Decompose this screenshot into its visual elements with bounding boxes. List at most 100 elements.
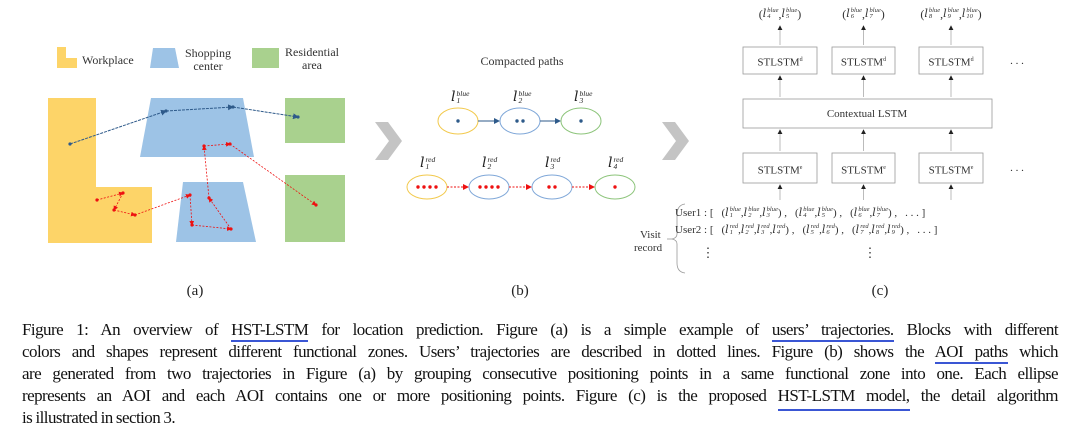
decoder-box [831, 46, 896, 75]
blue-trajectory-segment [69, 109, 167, 145]
caption-line: colors and shapes represent different fu… [22, 341, 1059, 364]
red-trajectory-segment [96, 191, 124, 201]
visit-record-label-line1: Visit [640, 229, 661, 241]
blue-position-point [68, 142, 72, 146]
red-position-point [112, 208, 116, 212]
red-trajectory-segment [208, 197, 232, 230]
caption-text: the detail algorithm [909, 386, 1059, 405]
legend-residential-line1: Residential [285, 45, 339, 59]
legend-residential-line2: area [302, 58, 322, 72]
position-point [496, 185, 500, 189]
compacted-paths-title: Compacted paths [480, 54, 564, 68]
panel-a-label: (a) [186, 283, 204, 299]
more-ellipsis: . . . [1010, 55, 1024, 67]
red-trajectory-segment [203, 141, 231, 147]
red-position-point [314, 203, 318, 207]
more-users-ellipsis: ⋮ [701, 245, 715, 260]
red-trajectory-segment [191, 224, 232, 231]
more-users-ellipsis: ⋮ [863, 245, 877, 260]
encoder-stlstm-label: STLSTMe [928, 164, 974, 177]
position-point [547, 185, 551, 189]
encoder-box [831, 152, 896, 184]
caption-line: is illustrated in section 3. [22, 407, 1058, 429]
more-ellipsis: . . . [1010, 162, 1024, 174]
aoi-ellipse [560, 107, 602, 135]
red-position-point [190, 223, 194, 227]
hst-lstm-network [667, 25, 993, 274]
position-point [579, 119, 583, 123]
panel-b-label: (b) [511, 283, 529, 299]
position-point [521, 119, 525, 123]
caption-text: is illustrated in section 3. [22, 408, 176, 427]
red-position-point [229, 227, 233, 231]
blue-position-point [164, 109, 168, 113]
position-point [416, 185, 420, 189]
caption-text: represents an AOI and each AOI contains … [22, 386, 778, 405]
red-position-point [95, 198, 99, 202]
red-trajectory-segment [113, 209, 136, 217]
shopping-legend-icon [150, 48, 179, 68]
aoi-ellipse [594, 174, 636, 200]
position-point [422, 185, 426, 189]
blue-position-point [231, 105, 235, 109]
caption-line: Figure 1: An overview of HST-LSTM for lo… [22, 319, 1059, 342]
contextual-lstm-label: Contextual LSTM [826, 108, 908, 120]
blue-position-point [296, 115, 300, 119]
figure-caption: Figure 1: An overview of HST-LSTM for lo… [22, 319, 1059, 429]
highlighted-phrase: HST-LSTM [231, 320, 309, 342]
workplace-zone [48, 98, 152, 243]
position-point [490, 185, 494, 189]
trajectories [68, 104, 318, 231]
decoder-stlstm-label: STLSTMd [757, 56, 803, 69]
residential-zone-bottom [285, 175, 345, 242]
red-trajectory-segment [134, 194, 191, 216]
position-point [515, 119, 519, 123]
decoder-box [918, 46, 984, 75]
blue-trajectory-segment [165, 104, 234, 112]
encoder-stlstm-label: STLSTMe [841, 164, 886, 177]
blue-trajectory-segment [232, 106, 299, 120]
red-position-point [133, 213, 137, 217]
visit-record-label-line2: record [634, 242, 663, 254]
position-point [456, 119, 460, 123]
aoi-ellipse [499, 107, 541, 135]
panel-c-label: (c) [871, 283, 889, 299]
residential-zone-top [285, 98, 345, 143]
red-trajectory-segment [189, 194, 195, 226]
red-position-point [202, 144, 206, 148]
position-point [553, 185, 557, 189]
decoder-box [742, 46, 818, 75]
user-name: User1 : [ [675, 206, 714, 219]
position-point [613, 185, 617, 189]
decoder-stlstm-label: STLSTMd [840, 56, 887, 69]
red-trajectory-segment [229, 143, 317, 206]
workplace-legend-icon [57, 47, 77, 68]
